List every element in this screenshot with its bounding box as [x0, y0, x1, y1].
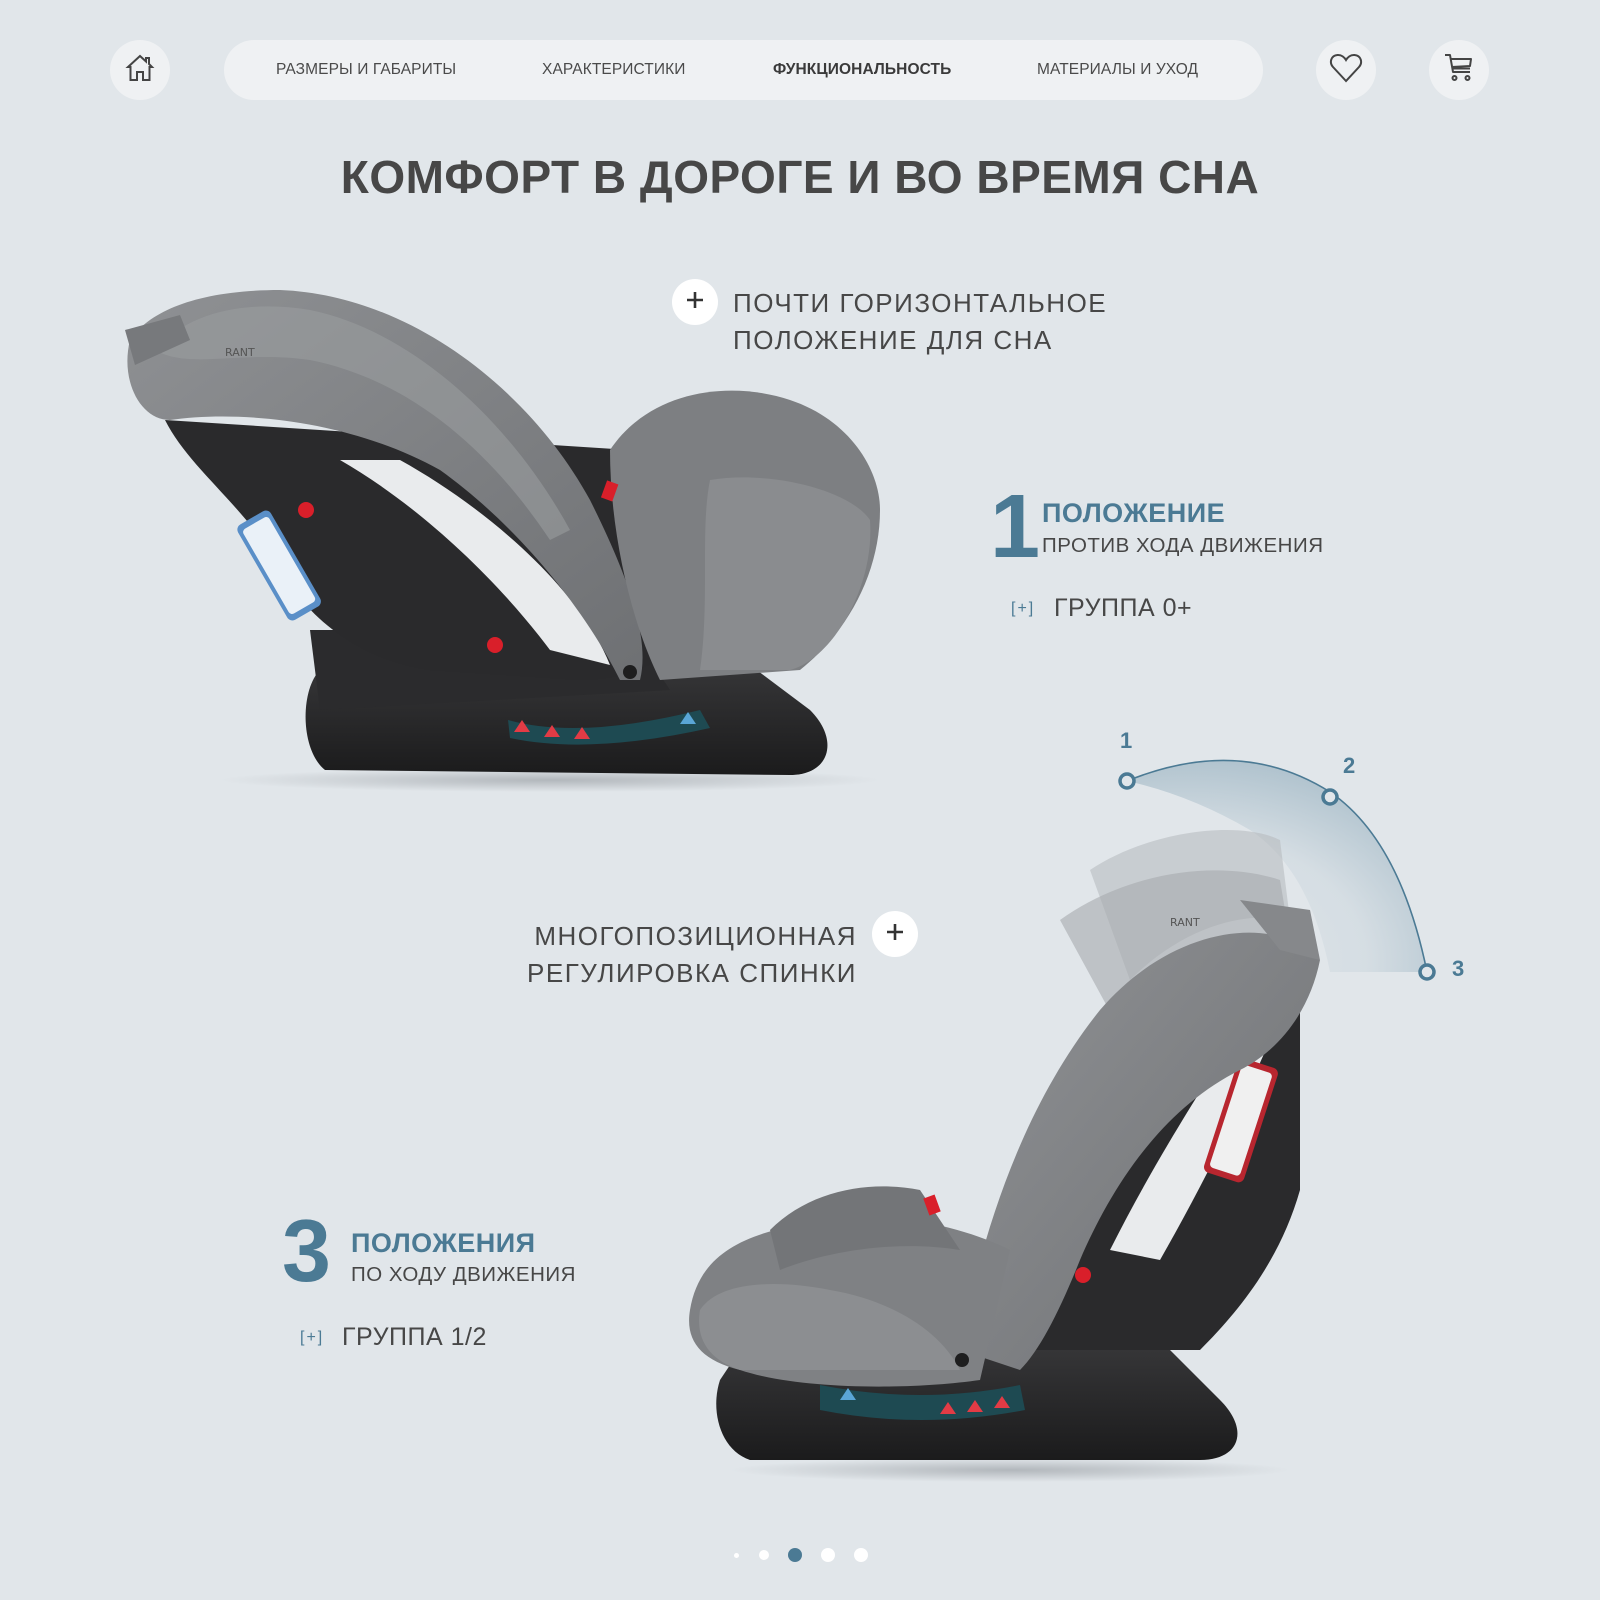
- brand-logo: RANT: [225, 346, 255, 359]
- rear-facing-count: 1: [990, 477, 1041, 577]
- forward-facing-title: ПОЛОЖЕНИЯ: [351, 1228, 536, 1258]
- recline-point-2: [1321, 788, 1339, 806]
- group-1-2-label: ГРУППА 1/2: [342, 1323, 487, 1351]
- carousel-dot-4[interactable]: [821, 1548, 835, 1562]
- car-seat-image-reclined: RANT: [110, 270, 900, 810]
- carousel-pagination: [0, 1545, 1600, 1565]
- recline-markers: [514, 720, 590, 739]
- tab-materials-care[interactable]: МАТЕРИАЛЫ И УХОД: [1037, 61, 1199, 78]
- plus-icon: [686, 291, 704, 314]
- tab-functionality[interactable]: ФУНКЦИОНАЛЬНОСТЬ: [773, 61, 952, 78]
- carousel-dot-1[interactable]: [734, 1553, 739, 1558]
- recline-label-1: 1: [1120, 728, 1133, 753]
- section-nav: РАЗМЕРЫ И ГАБАРИТЫ ХАРАКТЕРИСТИКИ ФУНКЦИ…: [224, 40, 1263, 100]
- heart-icon: [1329, 53, 1363, 88]
- backrest-feature-line2: РЕГУЛИРОВКА СПИНКИ: [527, 958, 857, 988]
- home-button[interactable]: [110, 40, 170, 100]
- recline-point-1: [1118, 772, 1136, 790]
- recline-label-3: 3: [1452, 956, 1465, 981]
- recline-point-3: [1418, 963, 1436, 981]
- sleep-feature-line1: ПОЧТИ ГОРИЗОНТАЛЬНОЕ: [733, 288, 1108, 318]
- carousel-dot-2[interactable]: [759, 1550, 769, 1560]
- group-expand-bracket[interactable]: [+]: [1011, 600, 1036, 617]
- backrest-feature-text: МНОГОПОЗИЦИОННАЯ РЕГУЛИРОВКА СПИНКИ: [480, 918, 857, 992]
- group-0-plus-label: ГРУППА 0+: [1054, 594, 1193, 622]
- plus-icon: [886, 923, 904, 946]
- sleep-feature-expand-button[interactable]: [672, 279, 718, 325]
- sleep-feature-line2: ПОЛОЖЕНИЕ ДЛЯ СНА: [733, 325, 1053, 355]
- carousel-dot-3[interactable]: [788, 1548, 802, 1562]
- tab-dimensions[interactable]: РАЗМЕРЫ И ГАБАРИТЫ: [276, 61, 457, 78]
- rear-facing-subtitle: ПРОТИВ ХОДА ДВИЖЕНИЯ: [1042, 534, 1324, 557]
- group-expand-bracket[interactable]: [+]: [300, 1329, 325, 1346]
- home-icon: [125, 53, 155, 88]
- recline-arc-diagram: [1080, 720, 1500, 1000]
- backrest-feature-expand-button[interactable]: [872, 911, 918, 957]
- brand-logo: RANT: [1170, 916, 1200, 929]
- car-seat-image-upright: RANT: [680, 810, 1360, 1490]
- backrest-feature-line1: МНОГОПОЗИЦИОННАЯ: [534, 921, 857, 951]
- favorite-button[interactable]: [1316, 40, 1376, 100]
- sleep-feature-text: ПОЧТИ ГОРИЗОНТАЛЬНОЕ ПОЛОЖЕНИЕ ДЛЯ СНА: [733, 285, 1107, 359]
- cart-button[interactable]: [1429, 40, 1489, 100]
- carousel-dot-5[interactable]: [854, 1548, 868, 1562]
- recline-label-2: 2: [1343, 753, 1356, 778]
- tab-characteristics[interactable]: ХАРАКТЕРИСТИКИ: [542, 61, 686, 78]
- forward-facing-count: 3: [282, 1201, 331, 1300]
- forward-facing-subtitle: ПО ХОДУ ДВИЖЕНИЯ: [351, 1263, 576, 1286]
- page-title: КОМФОРТ В ДОРОГЕ И ВО ВРЕМЯ СНА: [340, 151, 1260, 203]
- rear-facing-title: ПОЛОЖЕНИЕ: [1042, 498, 1226, 528]
- cart-icon: [1443, 52, 1475, 89]
